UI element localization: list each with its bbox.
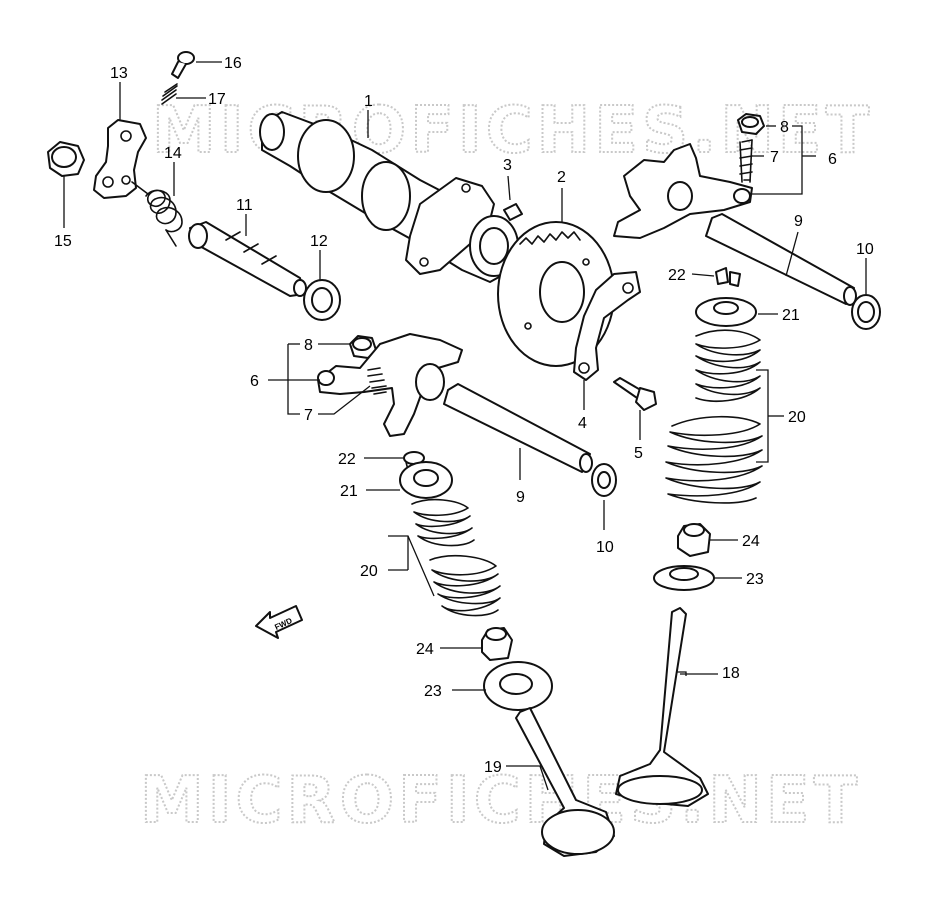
part-18-valve bbox=[615, 607, 709, 807]
leader-lines bbox=[63, 61, 867, 791]
callout-4: 4 bbox=[578, 415, 587, 432]
watermark-bottom: MICROFICHES.NET bbox=[140, 764, 861, 838]
callout-6-upper: 6 bbox=[828, 151, 837, 168]
callout-20-lower: 20 bbox=[360, 563, 378, 580]
part-3-pin bbox=[503, 203, 523, 221]
part-23-seat-upper bbox=[653, 565, 715, 591]
callout-11: 11 bbox=[236, 197, 253, 214]
part-14-spring bbox=[131, 181, 183, 247]
part-7-adjuster-upper bbox=[739, 139, 753, 183]
callout-23-lower: 23 bbox=[424, 683, 442, 700]
callout-21-upper: 21 bbox=[782, 307, 800, 324]
callout-19: 19 bbox=[484, 759, 502, 776]
part-9-shaft-lower bbox=[443, 383, 593, 473]
part-6-rocker-arm-upper bbox=[613, 143, 753, 239]
callout-22-upper: 22 bbox=[668, 267, 686, 284]
callout-24-lower: 24 bbox=[416, 641, 434, 658]
callout-2: 2 bbox=[557, 169, 566, 186]
callout-14: 14 bbox=[164, 145, 182, 162]
callout-15: 15 bbox=[54, 233, 72, 250]
callout-5: 5 bbox=[634, 445, 643, 462]
callout-8-upper: 8 bbox=[780, 119, 789, 136]
callout-9-upper: 9 bbox=[794, 213, 803, 230]
part-22-keepers-upper bbox=[715, 267, 741, 287]
callout-18: 18 bbox=[722, 665, 740, 682]
fwd-direction-arrow: FWD bbox=[255, 605, 303, 639]
part-16-bolt bbox=[171, 51, 195, 79]
part-24-seal-lower bbox=[481, 627, 513, 661]
part-8-nut-lower bbox=[349, 335, 377, 359]
callout-10-lower: 10 bbox=[596, 539, 614, 556]
part-21-retainer-lower bbox=[399, 461, 453, 499]
callout-6-lower: 6 bbox=[250, 373, 259, 390]
callout-24-upper: 24 bbox=[742, 533, 760, 550]
callout-16: 16 bbox=[224, 55, 242, 72]
callout-13: 13 bbox=[110, 65, 128, 82]
callout-21-lower: 21 bbox=[340, 483, 358, 500]
part-21-retainer-upper bbox=[695, 297, 757, 327]
part-23-seat-lower bbox=[483, 661, 553, 711]
part-11-shaft bbox=[188, 221, 307, 297]
callout-20-upper: 20 bbox=[788, 409, 806, 426]
part-20-springs-lower bbox=[411, 498, 501, 617]
callout-22-lower: 22 bbox=[338, 451, 356, 468]
callout-7-upper: 7 bbox=[770, 149, 779, 166]
part-24-seal-upper bbox=[677, 523, 711, 557]
part-13-plate bbox=[93, 119, 147, 199]
part-4-guide bbox=[573, 271, 641, 381]
part-19-valve bbox=[515, 707, 615, 857]
part-5-bolt bbox=[613, 377, 657, 411]
part-10-washer-lower bbox=[591, 463, 617, 497]
part-15-collar bbox=[47, 141, 85, 177]
callout-7-lower: 7 bbox=[304, 407, 313, 424]
part-12-bearing bbox=[303, 279, 341, 321]
callout-12: 12 bbox=[310, 233, 328, 250]
callout-9-lower: 9 bbox=[516, 489, 525, 506]
part-9-shaft-upper bbox=[705, 213, 857, 306]
part-8-nut-upper bbox=[737, 113, 765, 135]
callout-3: 3 bbox=[503, 157, 512, 174]
part-7-adjuster-lower bbox=[367, 367, 387, 395]
part-6-rocker-arm-lower bbox=[317, 333, 463, 437]
callout-1: 1 bbox=[364, 93, 373, 110]
part-10-washer-upper bbox=[851, 294, 881, 330]
callout-labels: 1 2 3 4 5 6 6 7 7 8 8 9 9 10 10 11 12 13… bbox=[54, 55, 874, 776]
part-17-spring bbox=[161, 83, 178, 105]
part-1-camshaft bbox=[259, 111, 519, 283]
callout-23-upper: 23 bbox=[746, 571, 764, 588]
callout-10-upper: 10 bbox=[856, 241, 874, 258]
callout-17: 17 bbox=[208, 91, 226, 108]
callout-8-lower: 8 bbox=[304, 337, 313, 354]
part-20-springs-upper bbox=[665, 329, 763, 504]
